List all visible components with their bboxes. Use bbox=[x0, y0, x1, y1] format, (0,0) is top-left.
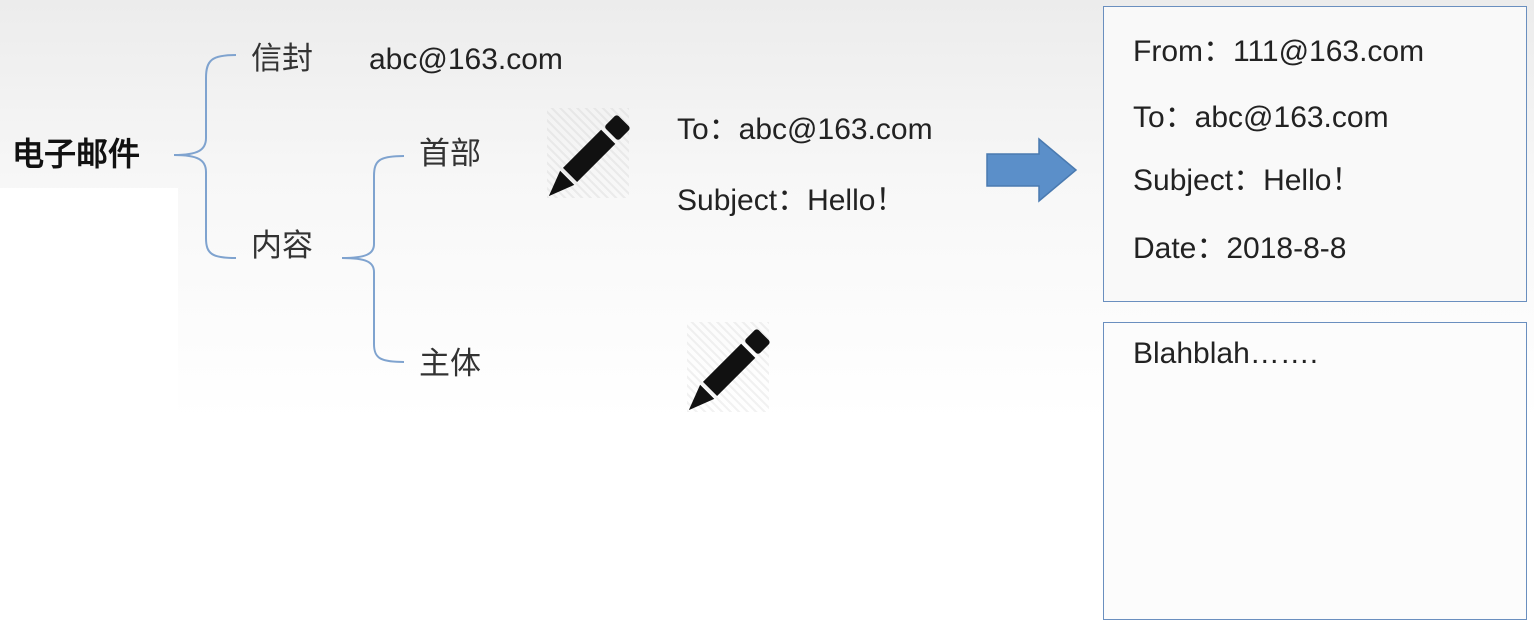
header-date: Date：2018-8-8 bbox=[1133, 232, 1347, 265]
envelope-address: abc@163.com bbox=[369, 43, 563, 76]
header-to: To：abc@163.com bbox=[1133, 101, 1389, 134]
draft-to-line: To：abc@163.com bbox=[677, 113, 933, 146]
header-from: From：111@163.com bbox=[1133, 35, 1425, 68]
envelope-label: 信封 bbox=[251, 41, 313, 76]
body-box: Blahblah……. bbox=[1103, 322, 1527, 620]
body-text: Blahblah……. bbox=[1133, 337, 1319, 370]
header-box: From：111@163.com To：abc@163.com Subject：… bbox=[1103, 6, 1527, 302]
root-label: 电子邮件 bbox=[12, 136, 141, 172]
header-subject: Subject：Hello！ bbox=[1133, 164, 1362, 197]
body-label: 主体 bbox=[419, 346, 481, 381]
header-label: 首部 bbox=[419, 136, 481, 171]
pencil-icon bbox=[677, 322, 777, 422]
content-label: 内容 bbox=[251, 228, 313, 263]
bracket-content bbox=[341, 155, 405, 363]
right-arrow-icon bbox=[986, 137, 1078, 203]
draft-subject-line: Subject：Hello！ bbox=[677, 184, 906, 217]
left-background-panel bbox=[0, 188, 178, 627]
bracket-root bbox=[173, 54, 237, 259]
pencil-icon bbox=[537, 108, 637, 208]
